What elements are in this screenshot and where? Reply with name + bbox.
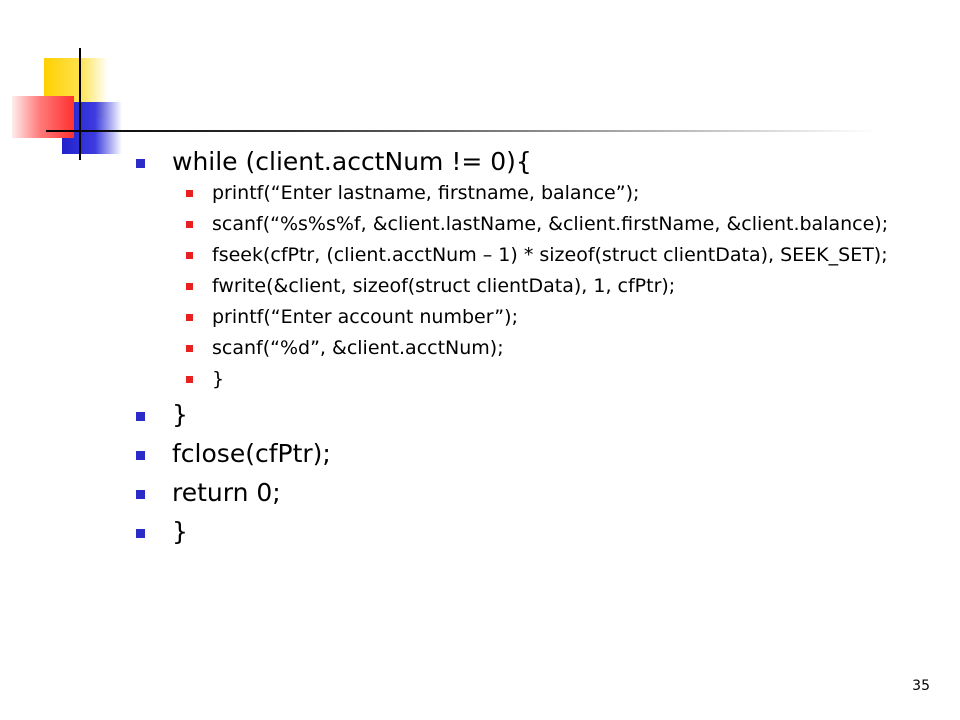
bullet-item: } [134,516,934,548]
red-bullet-icon [186,283,193,290]
bullet-item: } [134,399,934,431]
sub-bullet-text: fseek(cfPtr, (client.acctNum – 1) * size… [212,244,888,266]
sub-bullet-item: printf(“Enter lastname, firstname, balan… [134,182,934,204]
bullet-text: } [172,517,188,546]
red-bullet-icon [186,314,193,321]
bullet-text: fclose(cfPtr); [172,439,331,468]
blue-bullet-icon [136,451,145,460]
bullet-text: return 0; [172,478,281,507]
red-bullet-icon [186,252,193,259]
blue-bullet-icon [136,529,145,538]
blue-bullet-icon [136,412,145,421]
sub-bullet-item: fwrite(&client, sizeof(struct clientData… [134,275,934,297]
title-decoration [0,0,960,170]
yellow-square-decoration [44,58,108,118]
sub-bullet-text: scanf(“%d”, &client.acctNum); [212,337,504,359]
bullet-item: fclose(cfPtr); [134,438,934,470]
sub-bullet-list: printf(“Enter lastname, firstname, balan… [172,182,934,390]
blue-bullet-icon [136,159,145,168]
red-square-decoration [12,96,74,138]
blue-bullet-icon [136,490,145,499]
sub-bullet-text: scanf(“%s%s%f, &client.lastName, &client… [212,213,889,235]
bullet-item: return 0; [134,477,934,509]
sub-bullet-item: } [134,368,934,390]
red-bullet-icon [186,345,193,352]
bullet-text: } [172,400,188,429]
sub-bullet-item: scanf(“%s%s%f, &client.lastName, &client… [134,213,934,235]
sub-bullet-text: } [212,368,225,390]
sub-bullet-text: fwrite(&client, sizeof(struct clientData… [212,275,676,297]
horizontal-rule [46,130,876,132]
sub-bullet-item: scanf(“%d”, &client.acctNum); [134,337,934,359]
sub-bullet-text: printf(“Enter lastname, firstname, balan… [212,182,640,204]
red-bullet-icon [186,376,193,383]
sub-bullet-item: fseek(cfPtr, (client.acctNum – 1) * size… [134,244,934,266]
slide-bullet-list: while (client.acctNum != 0){ printf(“Ent… [134,146,934,555]
blue-square-decoration [62,102,122,154]
bullet-item: while (client.acctNum != 0){ printf(“Ent… [134,146,934,390]
vertical-rule [79,48,81,160]
red-bullet-icon [186,190,193,197]
red-bullet-icon [186,221,193,228]
sub-bullet-item: printf(“Enter account number”); [134,306,934,328]
page-number: 35 [912,678,930,694]
bullet-text: while (client.acctNum != 0){ [172,147,532,176]
sub-bullet-text: printf(“Enter account number”); [212,306,518,328]
